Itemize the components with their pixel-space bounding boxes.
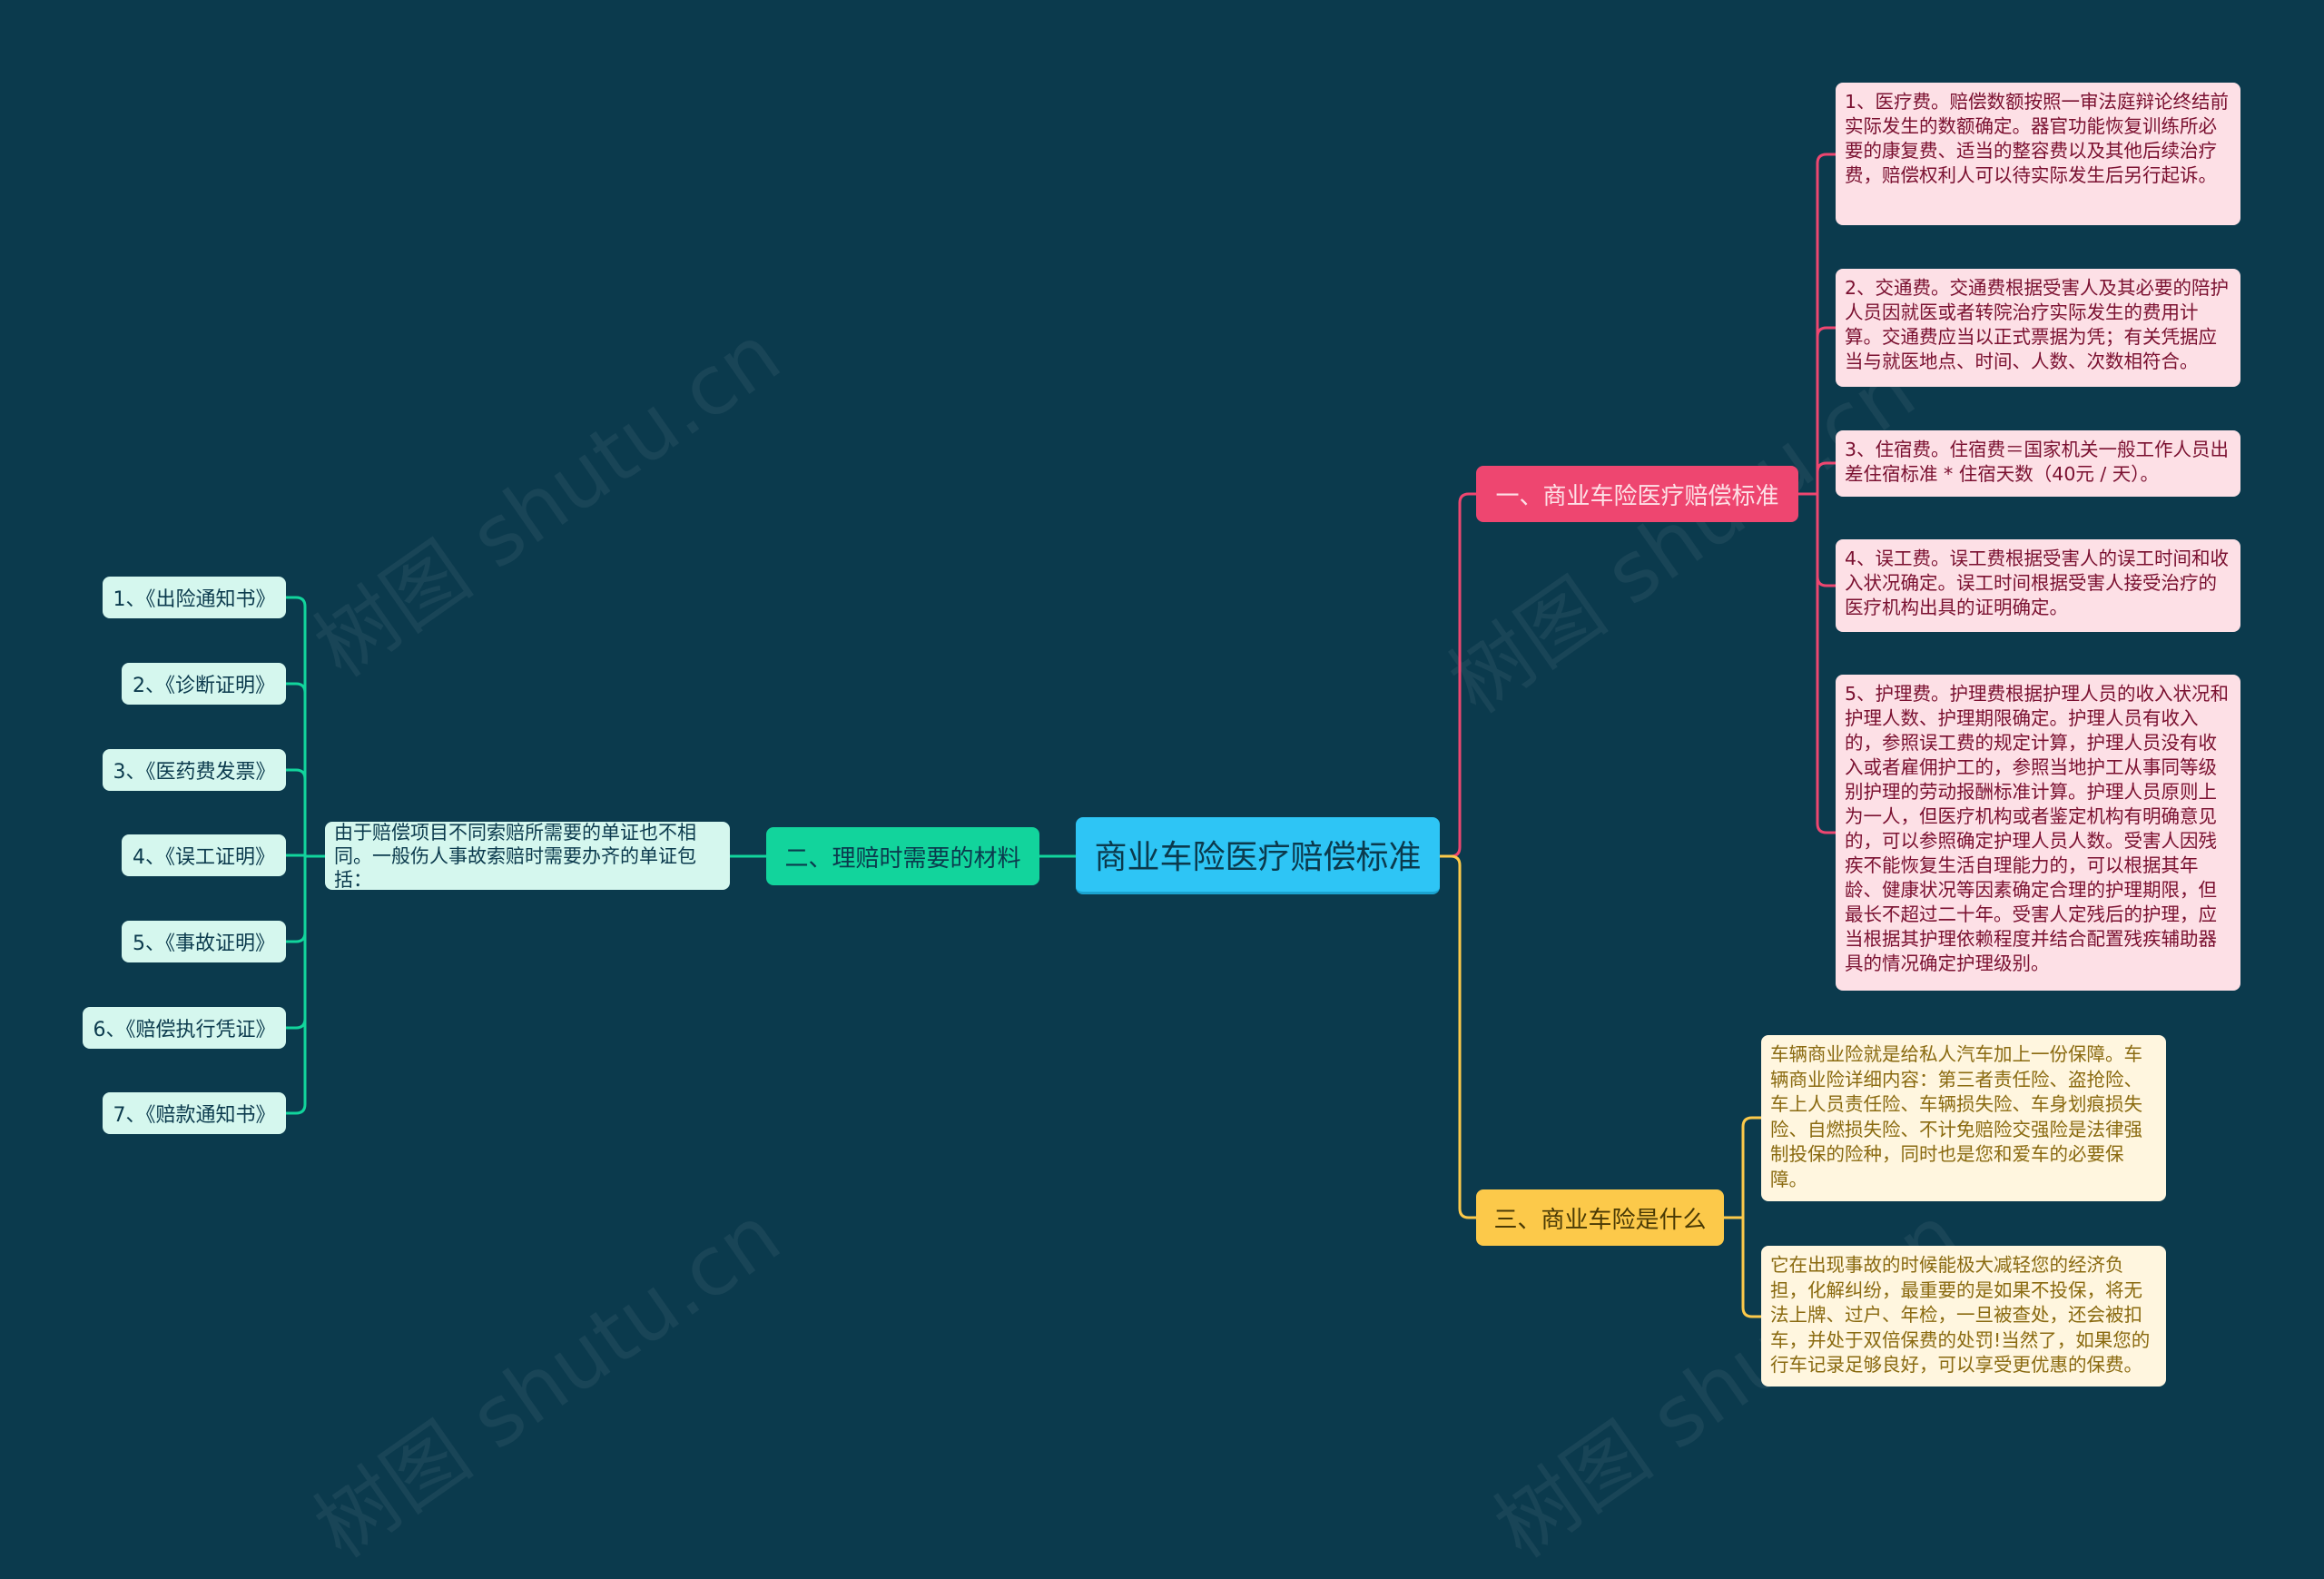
branch-what-is-insurance[interactable]: 三、商业车险是什么	[1476, 1189, 1724, 1246]
standard-item-nursing[interactable]: 5、护理费。护理费根据护理人员的收入状况和护理人数、护理期限确定。护理人员有收入…	[1836, 675, 2240, 991]
item-text: 1、《出险通知书》	[113, 588, 276, 611]
material-item[interactable]: 3、《医药费发票》	[103, 749, 286, 791]
central-topic-label: 商业车险医疗赔偿标准	[1094, 839, 1422, 876]
connector-branch3-items	[1724, 1116, 1761, 1318]
description-text: 由于赔偿项目不同索赔所需要的单证也不相同。一般伤人事故索赔时需要办齐的单证包括：	[334, 821, 696, 891]
material-item[interactable]: 6、《赔偿执行凭证》	[83, 1007, 286, 1049]
item-text: 5、《事故证明》	[133, 933, 275, 955]
item-text: 7、《赔款通知书》	[113, 1104, 276, 1127]
material-item[interactable]: 5、《事故证明》	[122, 921, 286, 962]
item-text: 2、《诊断证明》	[133, 675, 275, 697]
item-text: 4、误工费。误工费根据受害人的误工时间和收入状况确定。误工时间根据受害人接受治疗…	[1845, 548, 2230, 618]
materials-description[interactable]: 由于赔偿项目不同索赔所需要的单证也不相同。一般伤人事故索赔时需要办齐的单证包括：	[325, 821, 730, 891]
material-item[interactable]: 2、《诊断证明》	[122, 663, 286, 705]
standard-item-transport[interactable]: 2、交通费。交通费根据受害人及其必要的陪护人员因就医或者转院治疗实际发生的费用计…	[1836, 269, 2240, 387]
branch-label: 二、理赔时需要的材料	[784, 844, 1021, 873]
insurance-item[interactable]: 它在出现事故的时候能极大减轻您的经济负担，化解纠纷，最重要的是如果不投保，将无法…	[1761, 1246, 2166, 1387]
material-item[interactable]: 4、《误工证明》	[122, 834, 286, 876]
item-text: 1、医疗费。赔偿数额按照一审法庭辩论终结前实际发生的数额确定。器官功能恢复训练所…	[1845, 91, 2230, 186]
central-topic[interactable]: 商业车险医疗赔偿标准	[1076, 817, 1440, 894]
item-text: 5、护理费。护理费根据护理人员的收入状况和护理人数、护理期限确定。护理人员有收入…	[1845, 683, 2230, 974]
branch-label: 三、商业车险是什么	[1493, 1206, 1707, 1234]
connector-center-branch1	[1440, 492, 1476, 858]
item-text: 车辆商业险就是给私人汽车加上一份保障。车辆商业险详细内容：第三者责任险、盗抢险、…	[1770, 1043, 2142, 1190]
item-text: 3、住宿费。住宿费＝国家机关一般工作人员出差住宿标准 * 住宿天数（40元 / …	[1845, 439, 2230, 485]
material-item[interactable]: 1、《出险通知书》	[103, 577, 286, 618]
connector-center-branch3	[1440, 854, 1476, 1219]
standard-item-lodging[interactable]: 3、住宿费。住宿费＝国家机关一般工作人员出差住宿标准 * 住宿天数（40元 / …	[1836, 430, 2240, 497]
branch-compensation-standard[interactable]: 一、商业车险医疗赔偿标准	[1476, 466, 1798, 522]
item-text: 2、交通费。交通费根据受害人及其必要的陪护人员因就医或者转院治疗实际发生的费用计…	[1845, 277, 2230, 372]
connectors	[286, 153, 1836, 1318]
connector-branch1-items	[1798, 153, 1836, 834]
standard-item-medical[interactable]: 1、医疗费。赔偿数额按照一审法庭辩论终结前实际发生的数额确定。器官功能恢复训练所…	[1836, 83, 2240, 225]
branch-materials[interactable]: 二、理赔时需要的材料	[766, 827, 1039, 885]
item-text: 它在出现事故的时候能极大减轻您的经济负担，化解纠纷，最重要的是如果不投保，将无法…	[1770, 1254, 2151, 1376]
standard-item-lost-wages[interactable]: 4、误工费。误工费根据受害人的误工时间和收入状况确定。误工时间根据受害人接受治疗…	[1836, 539, 2240, 632]
material-item[interactable]: 7、《赔款通知书》	[103, 1092, 286, 1134]
connector-left-items	[286, 596, 325, 1115]
item-text: 3、《医药费发票》	[113, 761, 276, 784]
item-text: 4、《误工证明》	[133, 846, 275, 869]
item-text: 6、《赔偿执行凭证》	[93, 1019, 276, 1041]
insurance-item[interactable]: 车辆商业险就是给私人汽车加上一份保障。车辆商业险详细内容：第三者责任险、盗抢险、…	[1761, 1035, 2166, 1201]
branch-label: 一、商业车险医疗赔偿标准	[1495, 482, 1779, 510]
